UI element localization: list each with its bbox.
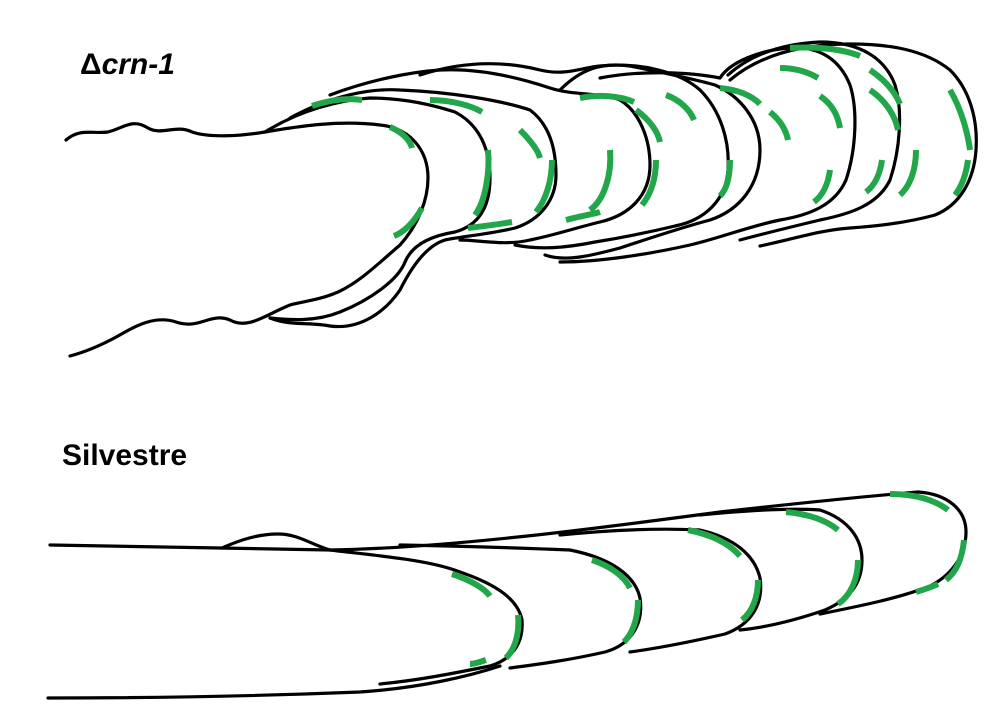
crn1-marker-19 — [820, 96, 840, 128]
silvestre-marker-11 — [946, 540, 964, 580]
crn1-marker-18 — [780, 68, 818, 78]
silvestre-marker-5 — [624, 600, 638, 642]
crn1-marker-14 — [666, 95, 694, 120]
silvestre-bottom-wall — [48, 666, 500, 698]
crn1-marker-9 — [580, 96, 634, 102]
silvestre-hypha — [48, 492, 966, 698]
silvestre-marker-2 — [506, 615, 518, 658]
crn1-marker-20 — [814, 170, 830, 202]
silvestre-marker-3 — [470, 660, 486, 664]
crn1-marker-10 — [590, 150, 610, 210]
crn1-outline-6 — [560, 48, 855, 262]
crn1-outline-1 — [265, 98, 490, 320]
crn1-marker-16 — [720, 160, 730, 196]
crn1-marker-8 — [536, 160, 552, 212]
silvestre-marker-9 — [838, 560, 858, 604]
crn1-marker-12 — [636, 110, 660, 142]
crn1-base-outline — [66, 123, 428, 356]
crn1-marker-17 — [770, 112, 788, 140]
crn1-marker-2 — [390, 127, 412, 148]
crn1-marker-1 — [312, 99, 362, 106]
crn1-marker-7 — [520, 130, 540, 158]
silvestre-marker-7 — [742, 580, 758, 620]
crn1-marker-23 — [866, 160, 882, 192]
silvestre-outline-1 — [330, 550, 522, 684]
crn1-marker-11 — [566, 212, 600, 220]
crn1-marker-25 — [900, 150, 916, 195]
crn1-hypha — [66, 42, 976, 356]
silvestre-marker-12 — [916, 584, 938, 592]
